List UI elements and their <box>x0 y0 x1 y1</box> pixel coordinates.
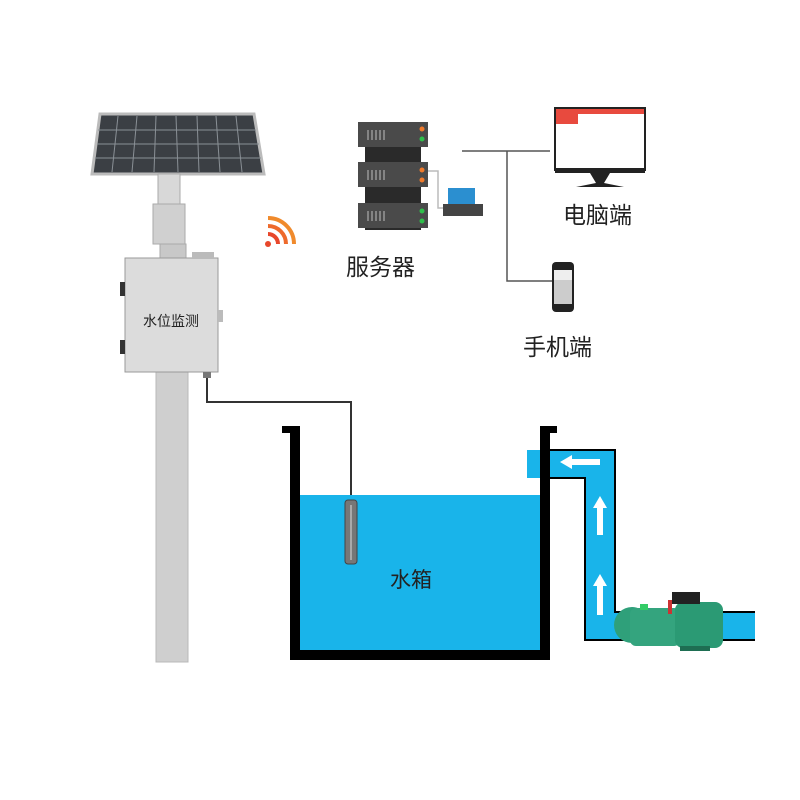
phone-label: 手机端 <box>523 335 592 361</box>
monitor-box <box>120 252 223 378</box>
monitor-box-label: 水位监测 <box>143 314 199 330</box>
water-pump <box>614 592 723 651</box>
water-level-sensor <box>344 499 358 565</box>
server-unit <box>358 122 428 147</box>
tank-water <box>300 495 540 650</box>
panel-bracket <box>152 173 187 261</box>
server-unit <box>358 162 428 187</box>
network-lines <box>462 150 552 282</box>
sensor-cable <box>206 378 352 500</box>
flow-arrows <box>560 455 607 615</box>
arrow-up-icon <box>593 574 607 615</box>
wireless-signal-icon <box>265 216 296 247</box>
server-label: 服务器 <box>346 255 415 281</box>
mobile-phone-icon <box>552 262 574 312</box>
pole <box>155 369 189 663</box>
arrow-up-icon <box>593 496 607 535</box>
arrow-left-icon <box>560 455 600 469</box>
server-rack-icon <box>358 122 483 230</box>
solar-panel <box>90 112 266 176</box>
server-unit <box>358 203 428 228</box>
computer-monitor-icon <box>554 107 646 187</box>
tank-label: 水箱 <box>390 568 432 592</box>
computer-label: 电脑端 <box>563 203 632 229</box>
